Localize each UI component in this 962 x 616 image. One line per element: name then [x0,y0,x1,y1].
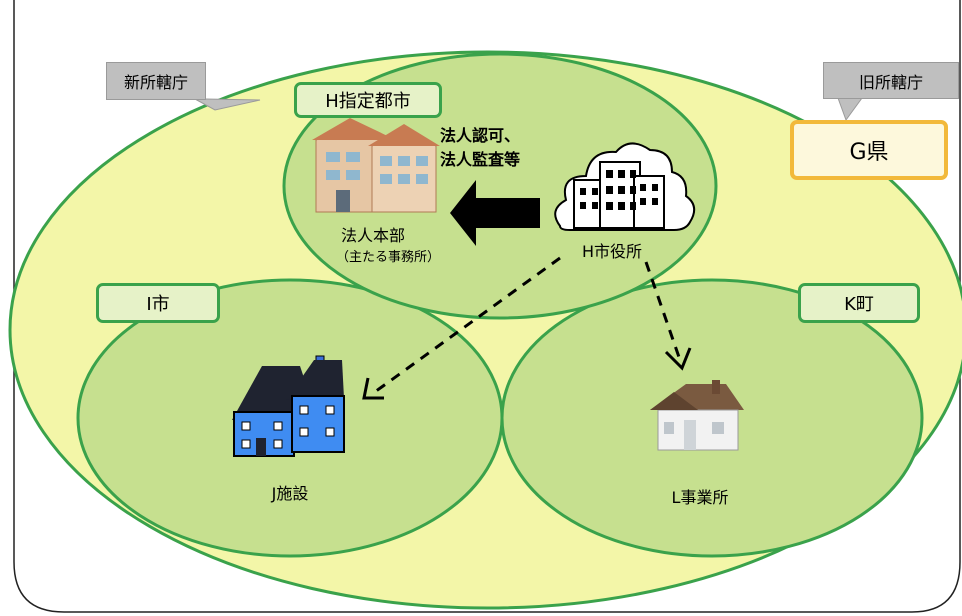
designated-city-label: H指定都市 [325,91,411,112]
city-i-label: I市 [146,294,170,315]
hq-name: 法人本部 [340,226,405,245]
arrow-left-icon [450,180,540,246]
city-hall-label: H市役所 [581,242,643,261]
designated-city-tag: H指定都市 [294,82,442,118]
town-k-tag: K町 [798,283,920,323]
relation-line2: 法人監査等 [440,150,521,169]
dashed-arrow-icon [362,256,692,400]
designated-city-circle [282,52,718,320]
house-white-icon [650,380,744,451]
outer-frame [13,0,961,613]
city-i-tag: I市 [96,283,220,323]
old-jurisdiction-callout: 旧所轄庁 [823,62,959,99]
town-k-label: K町 [844,294,874,315]
house-blue-icon [232,355,345,457]
facility-j-label: J施設 [271,484,309,503]
relation-line1: 法人認可、 [440,126,521,145]
new-jurisdiction-callout: 新所轄庁 [106,62,206,100]
hq-label: 法人本部 [318,222,428,246]
prefecture-label: G県 [849,140,889,165]
building-icon [312,118,440,213]
office-l-label: L事業所 [671,488,729,507]
hq-note: （主たる事務所） [336,250,441,265]
old-callout-pointer [837,97,863,122]
city-hall-icon [554,142,696,231]
prefecture-tag: G県 [790,120,948,180]
new-jurisdiction-text: 新所轄庁 [123,73,188,92]
relation-label: 法人認可、 法人監査等 [440,124,550,172]
old-jurisdiction-text: 旧所轄庁 [858,72,923,92]
